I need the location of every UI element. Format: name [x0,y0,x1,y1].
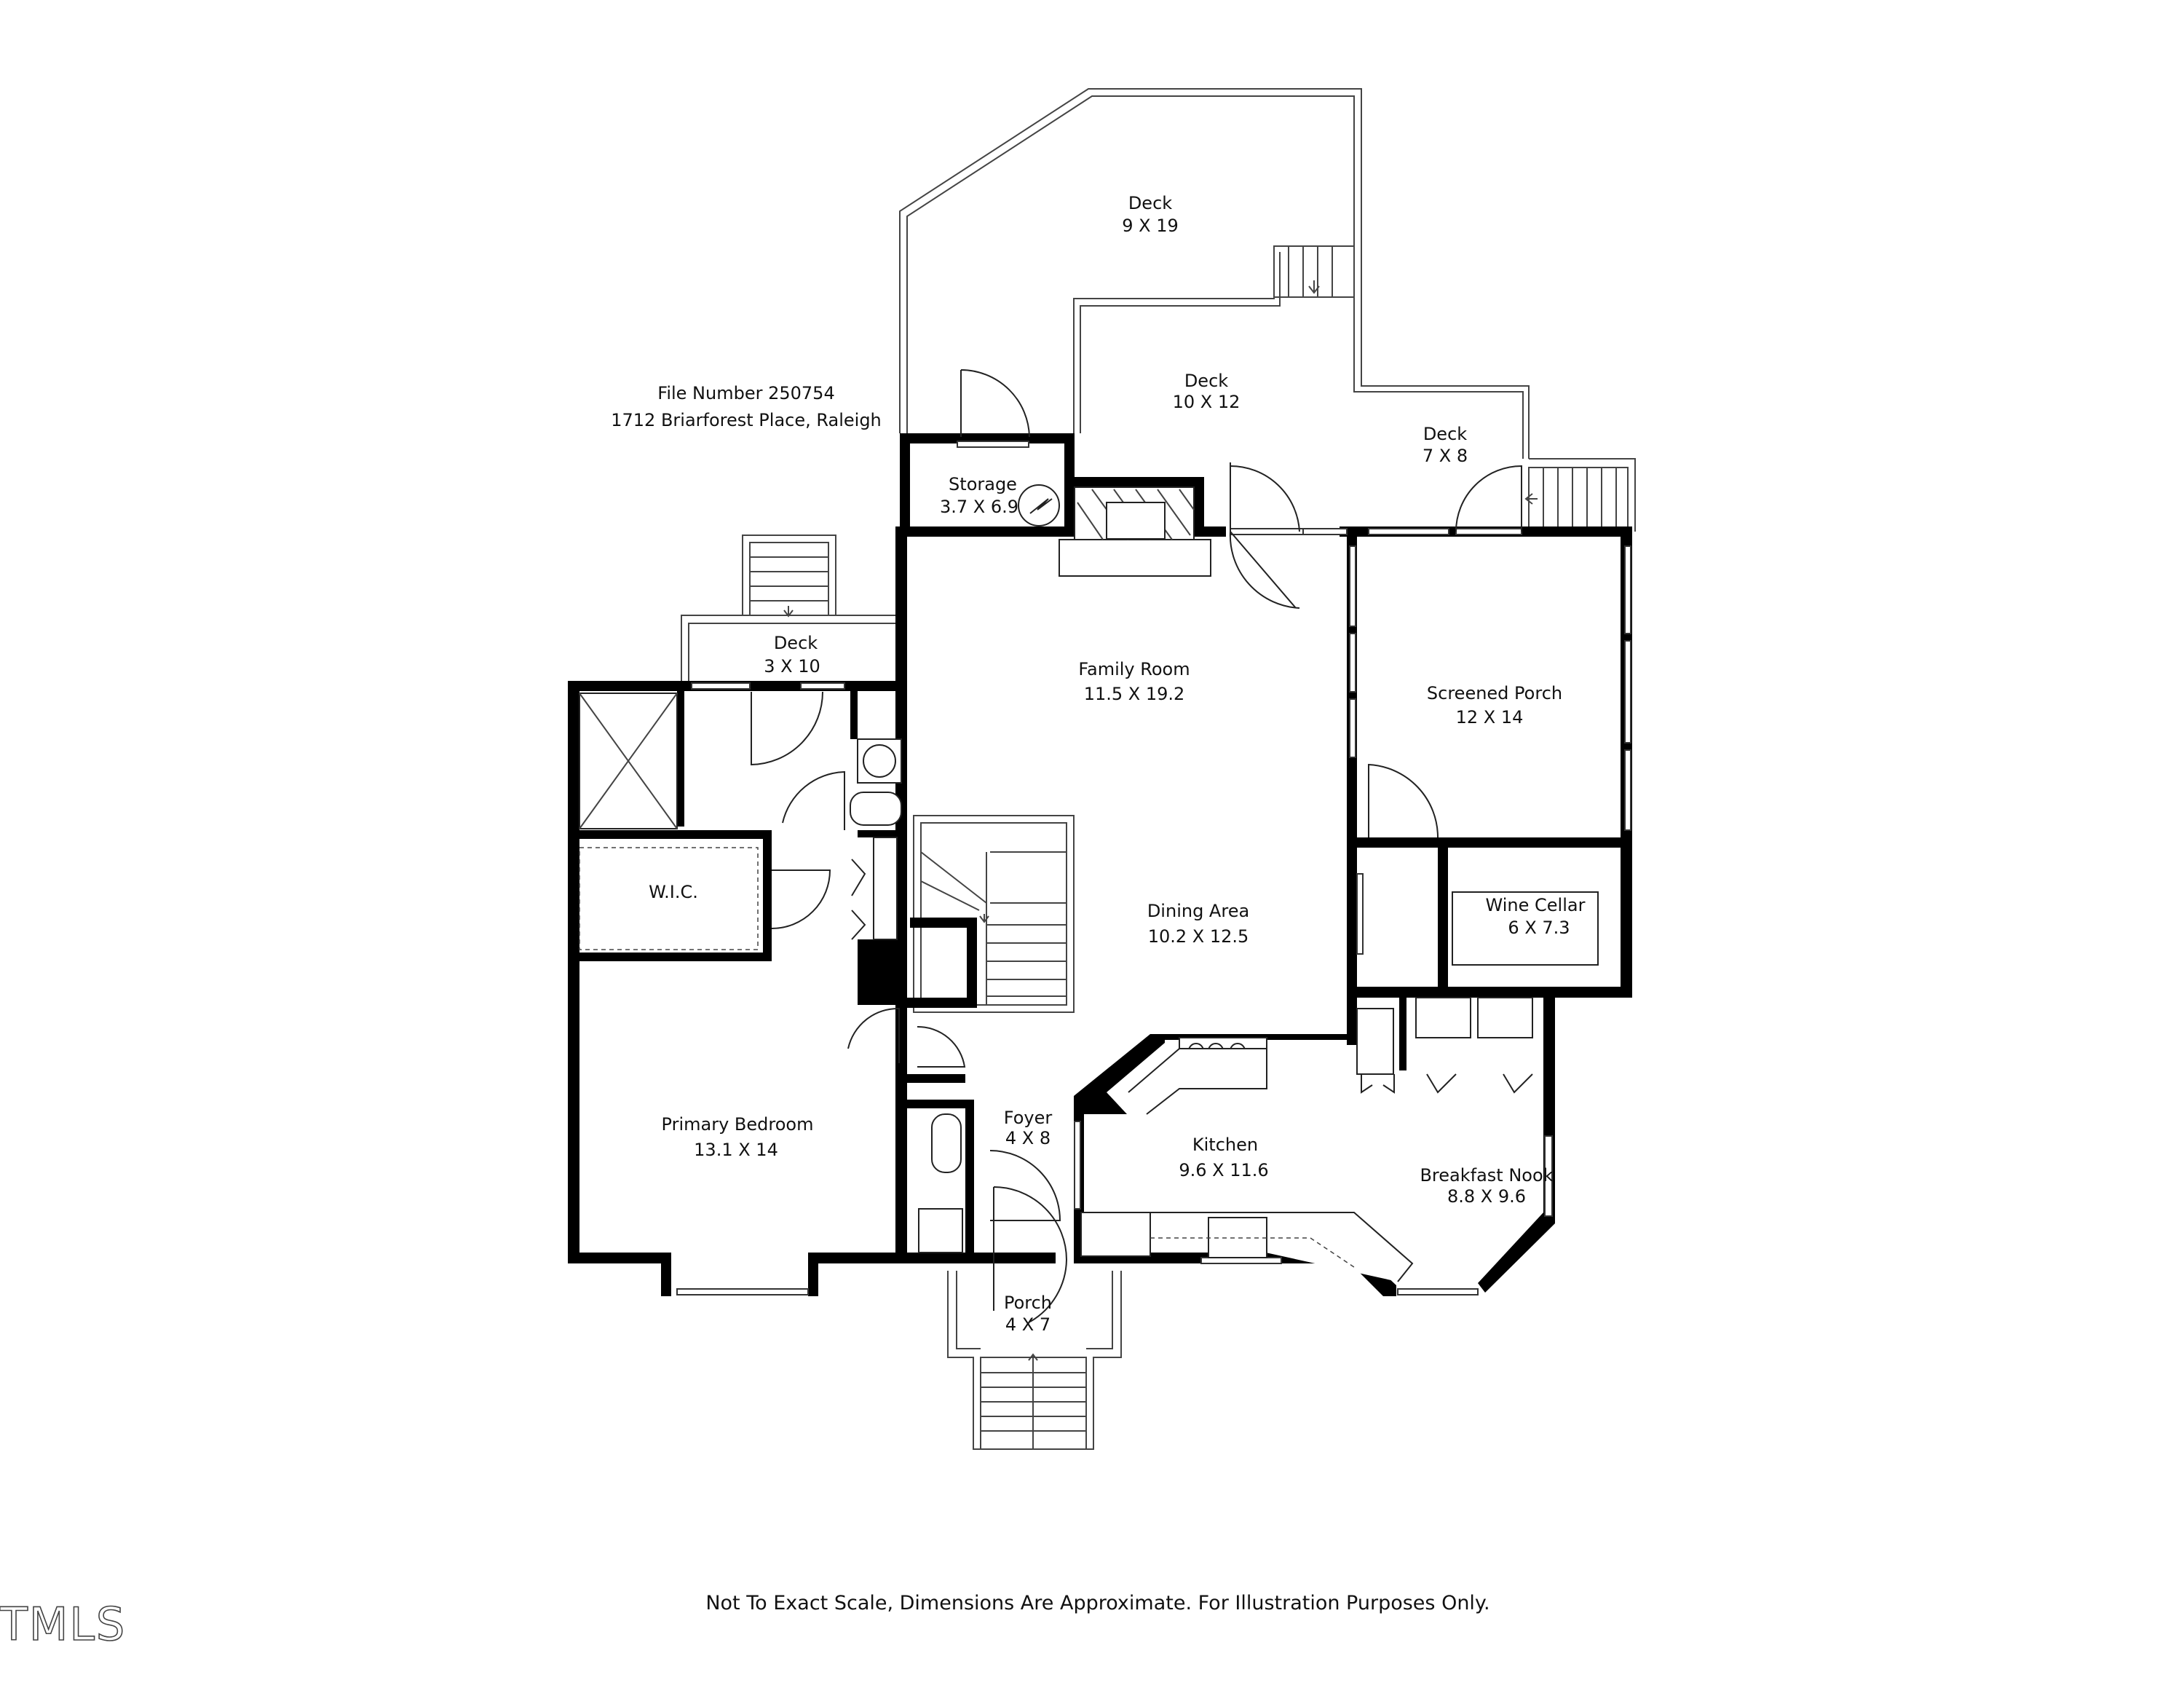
room-name-deck-middle: Deck [1184,371,1228,391]
room-name-screened-porch: Screened Porch [1427,683,1562,703]
room-dims-wine-cellar: 6 X 7.3 [1508,918,1570,938]
room-dims-deck-small: 3 X 10 [764,656,820,677]
fixtures [579,484,1599,1282]
header-text: File Number 250754 1712 Briarforest Plac… [611,383,882,430]
deck-outlines [681,88,1636,1450]
room-dims-storage: 3.7 X 6.9 [940,497,1018,517]
room-name-breakfast-nook: Breakfast Nook [1420,1165,1553,1186]
room-name-deck-right: Deck [1423,424,1467,444]
room-name-wic: W.I.C. [649,882,698,902]
room-dims-foyer: 4 X 8 [1005,1128,1051,1148]
room-dims-deck-right: 7 X 8 [1423,446,1468,466]
room-dims-screened-porch: 12 X 14 [1456,707,1524,727]
room-name-primary-bedroom: Primary Bedroom [662,1114,814,1135]
mls-watermark: TMLS [0,1598,126,1651]
room-name-foyer: Foyer [1004,1108,1053,1128]
room-labels: Deck 9 X 19 Deck 10 X 12 Deck 7 X 8 Stor… [649,193,1585,1335]
room-dims-primary-bedroom: 13.1 X 14 [694,1140,778,1160]
disclaimer: Not To Exact Scale, Dimensions Are Appro… [705,1592,1489,1614]
room-name-deck-upper: Deck [1128,193,1172,213]
room-name-porch: Porch [1004,1293,1052,1313]
room-dims-breakfast-nook: 8.8 X 9.6 [1447,1186,1526,1207]
room-dims-deck-middle: 10 X 12 [1173,392,1241,412]
room-name-storage: Storage [949,474,1017,494]
address: 1712 Briarforest Place, Raleigh [611,410,882,430]
room-dims-deck-upper: 9 X 19 [1122,216,1179,236]
room-name-kitchen: Kitchen [1192,1135,1258,1155]
room-name-deck-small: Deck [774,633,818,653]
room-name-wine-cellar: Wine Cellar [1486,895,1586,915]
room-dims-dining-area: 10.2 X 12.5 [1148,926,1249,947]
room-name-family-room: Family Room [1078,659,1190,679]
windows [676,441,1631,1295]
file-number: File Number 250754 [657,383,834,403]
doors [751,369,1533,1322]
room-dims-porch: 4 X 7 [1005,1314,1051,1335]
stairs [749,245,1629,1450]
room-name-dining-area: Dining Area [1147,901,1249,921]
room-dims-kitchen: 9.6 X 11.6 [1179,1160,1268,1180]
room-dims-family-room: 11.5 X 19.2 [1084,684,1185,704]
